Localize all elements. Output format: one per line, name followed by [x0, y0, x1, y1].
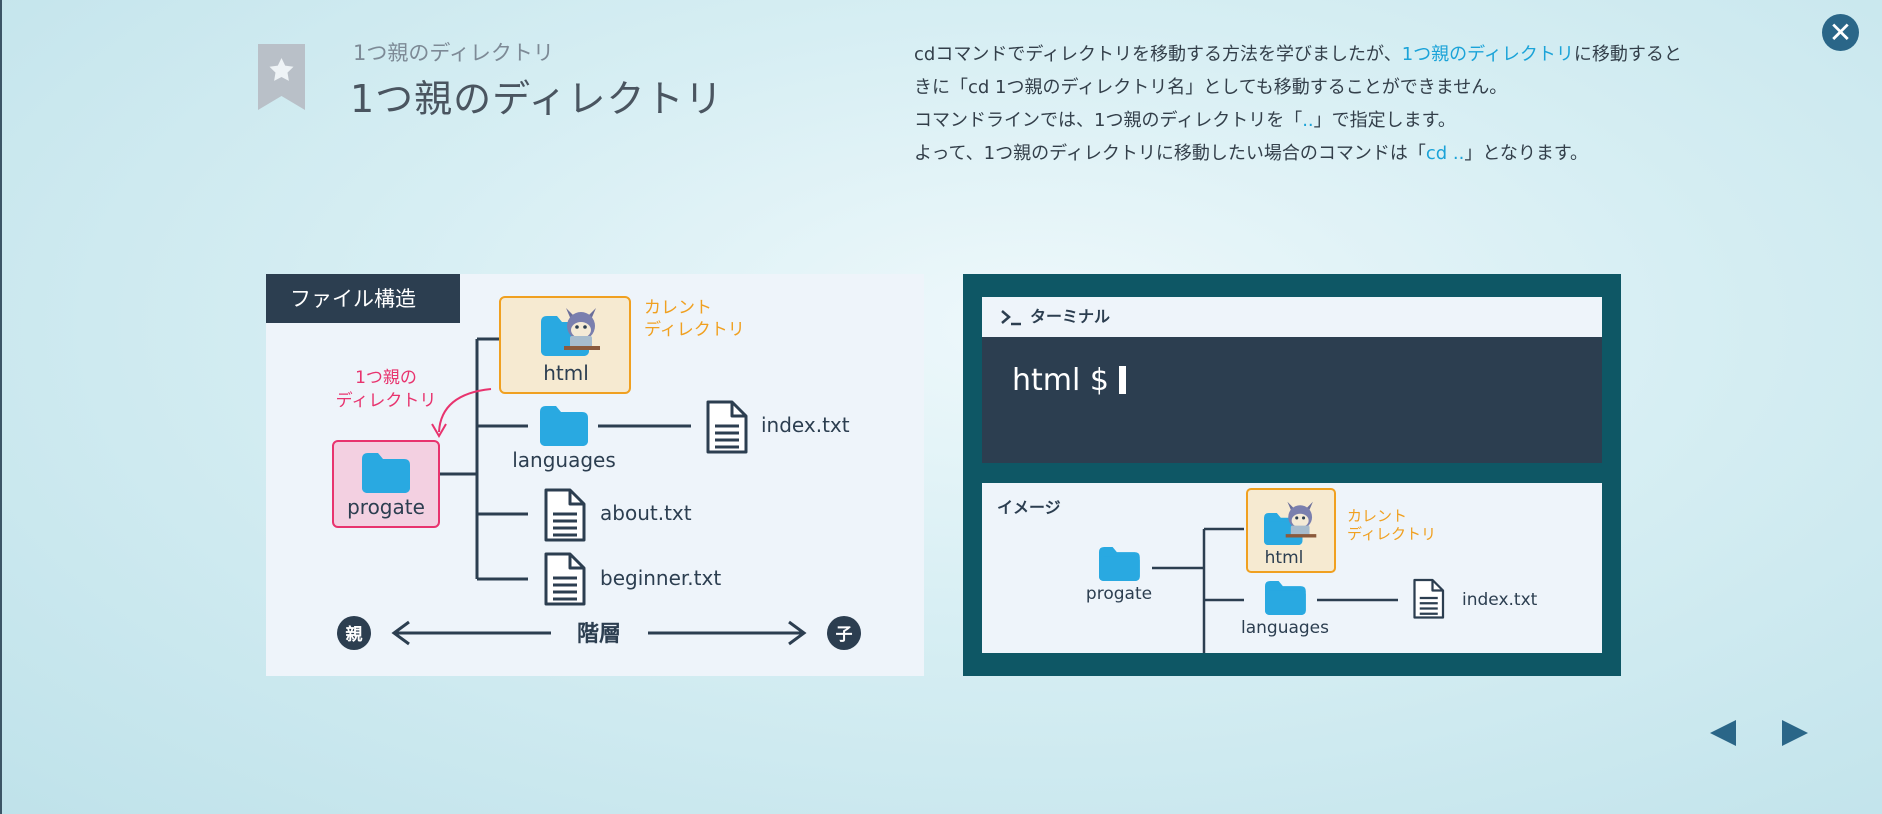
- folder-label-progate: progate: [347, 495, 425, 519]
- parent-label-line-1: 1つ親の: [355, 368, 417, 388]
- highlight-text: 1つ親のディレクトリ: [1401, 44, 1574, 65]
- parent-badge-label: 親: [346, 624, 363, 645]
- parent-label-line-2: ディレクトリ: [336, 390, 437, 411]
- folder-label-progate: progate: [1086, 584, 1152, 604]
- file-icon: [544, 552, 586, 606]
- close-button[interactable]: ✕: [1822, 14, 1859, 51]
- folder-label-html: html: [543, 361, 589, 385]
- current-label-line-1: カレント: [1347, 507, 1407, 525]
- description-line-1: cdコマンドでディレクトリを移動する方法を学びましたが、1つ親のディレクトリに移…: [914, 38, 1682, 71]
- current-label-line-1: カレント: [644, 298, 712, 318]
- terminal-panel: ターミナル html $ イメージ html カレント ディレクトリ: [963, 274, 1621, 676]
- image-preview-label: イメージ: [997, 498, 1061, 517]
- current-label-line-2: ディレクトリ: [644, 319, 745, 340]
- description-text-segment: 」で指定します。: [1313, 110, 1456, 131]
- file-structure-diagram: ファイル構造 html カレント ディレクトリ 1つ親の ディレクトリ prog…: [266, 274, 861, 650]
- folder-icon: [1265, 581, 1306, 615]
- file-structure-tab-label: ファイル構造: [290, 287, 416, 311]
- star-bookmark-icon[interactable]: [258, 44, 305, 110]
- image-preview: イメージ html カレント ディレクトリ progate: [982, 483, 1602, 653]
- window-left-edge: [0, 0, 2, 814]
- next-arrow-icon[interactable]: [1780, 718, 1810, 748]
- file-icon: [544, 488, 586, 542]
- page-subtitle: 1つ親のディレクトリ: [353, 41, 554, 65]
- highlight-text: cd ..: [1425, 143, 1465, 164]
- current-label-line-2: ディレクトリ: [1347, 525, 1436, 543]
- terminal-cursor: [1118, 366, 1126, 394]
- file-label-index: index.txt: [1462, 590, 1538, 610]
- file-icon: [1413, 578, 1445, 619]
- terminal-prompt-text: html $: [1012, 363, 1109, 398]
- parent-arrow-head: [431, 423, 447, 438]
- description-text-segment: コマンドラインでは、1つ親のディレクトリを「: [914, 110, 1303, 131]
- child-badge: [827, 616, 861, 650]
- terminal-window[interactable]: ターミナル html $: [982, 297, 1602, 463]
- page-title: 1つ親のディレクトリ: [350, 77, 724, 121]
- hierarchy-arrowhead-left: [391, 620, 410, 646]
- file-structure-tab: [266, 274, 460, 323]
- description-text-segment: cdコマンドでディレクトリを移動する方法を学びましたが、: [914, 44, 1402, 65]
- prev-arrow-icon[interactable]: [1708, 718, 1738, 748]
- description-line-2: きに「cd 1つ親のディレクトリ名」としても移動することができません。: [914, 77, 1508, 98]
- file-icon: [706, 400, 748, 454]
- file-label-index: index.txt: [761, 413, 850, 437]
- description-line-3: コマンドラインでは、1つ親のディレクトリを「..」で指定します。: [914, 104, 1634, 137]
- folder-icon: [1099, 547, 1140, 581]
- terminal-icon: [1001, 310, 1021, 326]
- description-text: cdコマンドでディレクトリを移動する方法を学びましたが、1つ親のディレクトリに移…: [914, 38, 1682, 170]
- close-icon: ✕: [1828, 16, 1853, 49]
- hierarchy-label: 階層: [577, 622, 621, 647]
- folder-label-html: html: [1265, 548, 1304, 568]
- file-label-beginner: beginner.txt: [600, 566, 721, 590]
- description-text-segment: よって、1つ親のディレクトリに移動したい場合のコマンドは「: [914, 143, 1426, 164]
- terminal-prompt[interactable]: html $: [1012, 363, 1126, 398]
- image-preview-diagram: html カレント ディレクトリ progate languages index…: [1086, 488, 1538, 653]
- description-text-segment: に移動すると: [1573, 44, 1682, 65]
- terminal-header: ターミナル: [982, 297, 1602, 337]
- child-badge-label: 子: [836, 625, 853, 645]
- folder-icon: [540, 406, 588, 446]
- terminal-header-label: ターミナル: [1030, 307, 1111, 326]
- folder-icon: [362, 453, 410, 493]
- parent-arrow: [438, 388, 492, 433]
- folder-label-languages: languages: [512, 448, 616, 472]
- folder-label-languages: languages: [1241, 618, 1329, 638]
- description-text-segment: 」となります。: [1464, 143, 1589, 164]
- description-line-4: よって、1つ親のディレクトリに移動したい場合のコマンドは「cd ..」となります…: [914, 137, 1634, 170]
- highlight-text: ..: [1302, 110, 1314, 131]
- file-label-about: about.txt: [600, 501, 692, 525]
- file-structure-panel: ファイル構造 html カレント ディレクトリ 1つ親の ディレクトリ prog…: [266, 274, 924, 676]
- parent-badge: [337, 616, 371, 650]
- hierarchy-arrowhead-right: [788, 620, 807, 646]
- tree-lines: [1152, 527, 1398, 653]
